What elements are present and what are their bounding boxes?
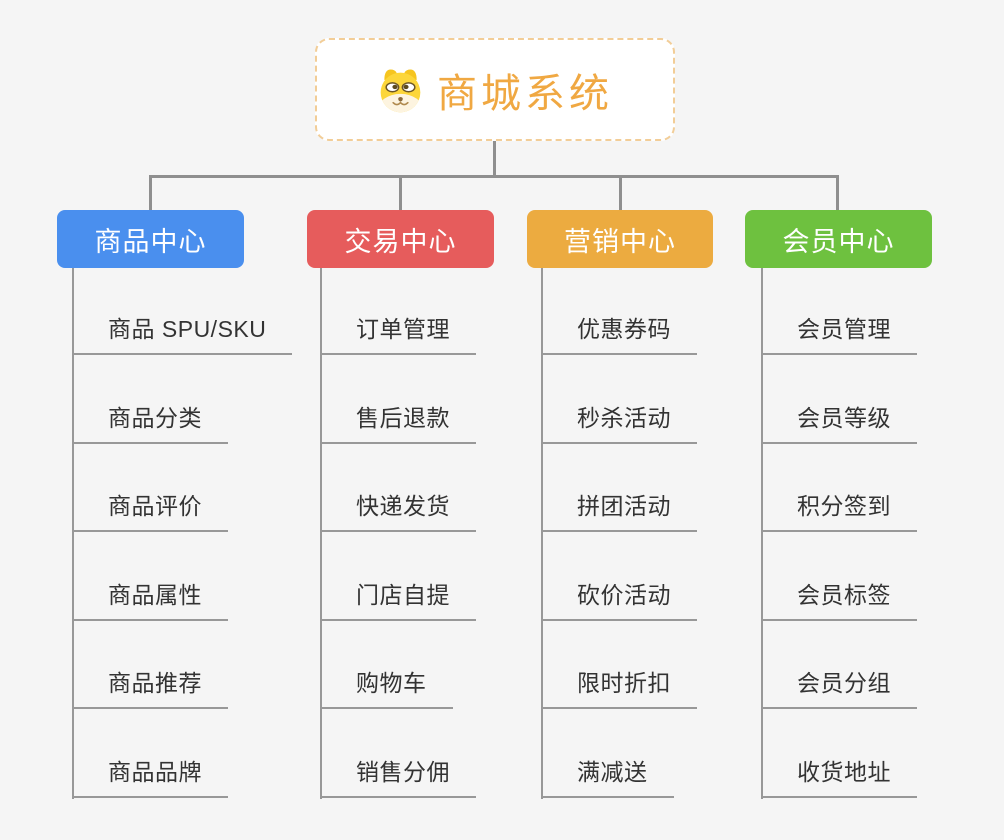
leaf-node[interactable]: 订单管理 <box>322 310 476 355</box>
leaf-node[interactable]: 门店自提 <box>322 576 476 621</box>
leaf-node[interactable]: 会员管理 <box>763 310 917 355</box>
item-slot: 商品推荐 <box>74 621 292 709</box>
leaf-node[interactable]: 商品分类 <box>74 399 228 444</box>
branch-node-member-center[interactable]: 会员中心 <box>745 210 932 268</box>
leaf-node[interactable]: 商品推荐 <box>74 664 228 709</box>
leaf-node[interactable]: 销售分佣 <box>322 753 476 798</box>
leaf-node[interactable]: 快递发货 <box>322 487 476 532</box>
leaf-node[interactable]: 商品品牌 <box>74 753 228 798</box>
connector-root-stem <box>493 140 496 178</box>
branch-children-trade: 订单管理 售后退款 快递发货 门店自提 购物车 销售分佣 <box>320 268 476 799</box>
item-slot: 订单管理 <box>322 268 476 355</box>
item-slot: 秒杀活动 <box>543 355 697 444</box>
item-slot: 会员管理 <box>763 268 917 355</box>
item-slot: 门店自提 <box>322 532 476 621</box>
item-slot: 商品分类 <box>74 355 292 444</box>
leaf-node[interactable]: 商品属性 <box>74 576 228 621</box>
item-slot: 购物车 <box>322 621 476 709</box>
connector-drop <box>149 175 152 212</box>
item-slot: 拼团活动 <box>543 444 697 532</box>
item-slot: 砍价活动 <box>543 532 697 621</box>
leaf-node[interactable]: 会员标签 <box>763 576 917 621</box>
branch-node-trade-center[interactable]: 交易中心 <box>307 210 494 268</box>
root-title: 商城系统 <box>437 71 613 116</box>
leaf-node[interactable]: 售后退款 <box>322 399 476 444</box>
leaf-node[interactable]: 秒杀活动 <box>543 399 697 444</box>
branch-children-member: 会员管理 会员等级 积分签到 会员标签 会员分组 收货地址 <box>761 268 917 799</box>
leaf-node[interactable]: 商品评价 <box>74 487 228 532</box>
item-slot: 商品属性 <box>74 532 292 621</box>
item-slot: 售后退款 <box>322 355 476 444</box>
leaf-node[interactable]: 拼团活动 <box>543 487 697 532</box>
item-slot: 商品品牌 <box>74 709 292 798</box>
leaf-node[interactable]: 购物车 <box>322 664 453 709</box>
item-slot: 会员等级 <box>763 355 917 444</box>
item-slot: 会员标签 <box>763 532 917 621</box>
connector-drop <box>619 175 622 212</box>
leaf-node[interactable]: 限时折扣 <box>543 664 697 709</box>
leaf-node[interactable]: 会员分组 <box>763 664 917 709</box>
branch-node-product-center[interactable]: 商品中心 <box>57 210 244 268</box>
branch-node-marketing-center[interactable]: 营销中心 <box>527 210 713 268</box>
item-slot: 快递发货 <box>322 444 476 532</box>
item-slot: 满减送 <box>543 709 697 798</box>
item-slot: 商品评价 <box>74 444 292 532</box>
item-slot: 会员分组 <box>763 621 917 709</box>
item-slot: 限时折扣 <box>543 621 697 709</box>
branch-children-marketing: 优惠券码 秒杀活动 拼团活动 砍价活动 限时折扣 满减送 <box>541 268 697 799</box>
root-node[interactable]: 商城系统 <box>315 38 675 141</box>
leaf-node[interactable]: 砍价活动 <box>543 576 697 621</box>
branch-children-product: 商品 SPU/SKU 商品分类 商品评价 商品属性 商品推荐 商品品牌 <box>72 268 293 799</box>
item-slot: 积分签到 <box>763 444 917 532</box>
leaf-node[interactable]: 满减送 <box>543 753 674 798</box>
connector-drop <box>836 175 839 212</box>
leaf-node[interactable]: 会员等级 <box>763 399 917 444</box>
connector-horizontal <box>149 175 839 178</box>
leaf-node[interactable]: 积分签到 <box>763 487 917 532</box>
item-slot: 收货地址 <box>763 709 917 798</box>
leaf-node[interactable]: 优惠券码 <box>543 310 697 355</box>
leaf-node[interactable]: 收货地址 <box>763 753 917 798</box>
dog-face-icon <box>380 69 421 113</box>
item-slot: 商品 SPU/SKU <box>74 268 293 355</box>
connector-drop <box>399 175 402 212</box>
item-slot: 优惠券码 <box>543 268 697 355</box>
item-slot: 销售分佣 <box>322 709 476 798</box>
leaf-node[interactable]: 商品 SPU/SKU <box>74 310 293 355</box>
